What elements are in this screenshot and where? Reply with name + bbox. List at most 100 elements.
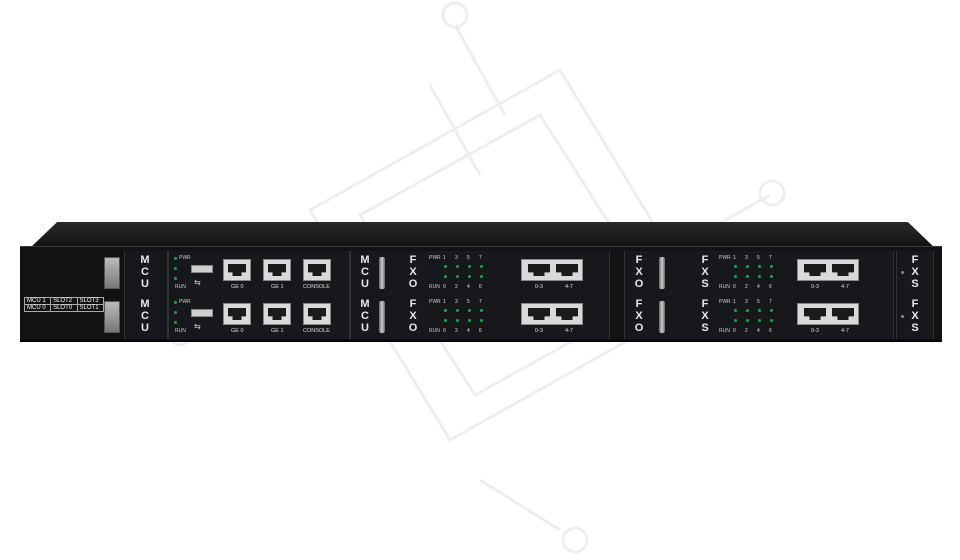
led-number: 1 (443, 299, 446, 305)
port-led-grid: 1 3 5 7 0 2 4 6 (729, 297, 789, 337)
port-label: 0-3 (535, 328, 543, 334)
led-number: 6 (769, 284, 772, 290)
pwr-led (174, 257, 177, 260)
led-number: 5 (467, 299, 470, 305)
led-number: 7 (769, 299, 772, 305)
console-label: CONSOLE (303, 328, 330, 334)
chassis-top (30, 222, 935, 248)
usb-icon: ⇆ (194, 278, 201, 287)
led (444, 309, 447, 312)
ge1-label: GE 1 (271, 328, 284, 334)
run-label: RUN (175, 284, 186, 290)
console-port[interactable] (303, 303, 331, 325)
led-number: 1 (733, 255, 736, 261)
led (480, 319, 483, 322)
led-number: 4 (757, 284, 760, 290)
led-number: 0 (443, 284, 446, 290)
port-label: 4-7 (841, 328, 849, 334)
pwr-label: PWR (429, 299, 441, 305)
led (456, 275, 459, 278)
rj21-port[interactable] (797, 259, 859, 281)
led-number: 5 (757, 299, 760, 305)
led (746, 309, 749, 312)
ge0-label: GE 0 (231, 284, 244, 290)
led (746, 319, 749, 322)
ge1-port[interactable] (263, 303, 291, 325)
pwr-label: PWR (719, 299, 731, 305)
port-label: 0-3 (535, 284, 543, 290)
led-number: 1 (443, 255, 446, 261)
rack-handle (104, 301, 120, 333)
rj21-port[interactable] (521, 259, 583, 281)
led (480, 309, 483, 312)
led-number: 1 (733, 299, 736, 305)
port-label: 0-3 (811, 328, 819, 334)
ge0-port[interactable] (223, 303, 251, 325)
screw (901, 315, 904, 318)
led (746, 265, 749, 268)
ge0-port[interactable] (223, 259, 251, 281)
usb-port[interactable] (191, 309, 213, 317)
led-number: 7 (479, 299, 482, 305)
led-number: 2 (745, 328, 748, 334)
ge0-label: GE 0 (231, 328, 244, 334)
rack-handle (104, 257, 120, 289)
led-number: 0 (443, 328, 446, 334)
led (468, 275, 471, 278)
rj21-port[interactable] (797, 303, 859, 325)
led-number: 6 (479, 328, 482, 334)
led (770, 265, 773, 268)
led-number: 3 (745, 299, 748, 305)
led-number: 5 (757, 255, 760, 261)
pwr-label: PWR (429, 255, 441, 261)
port-led-grid: 1 3 5 7 0 2 4 6 (729, 253, 789, 293)
screw (659, 301, 665, 333)
port-led-grid: 1 3 5 7 0 2 4 6 (439, 297, 499, 337)
run-label: RUN (429, 284, 440, 290)
led-number: 7 (479, 255, 482, 261)
led (456, 309, 459, 312)
console-port[interactable] (303, 259, 331, 281)
port-label: 4-7 (841, 284, 849, 290)
led (734, 319, 737, 322)
led-number: 7 (769, 255, 772, 261)
led (174, 277, 177, 280)
led (734, 265, 737, 268)
rj21-port[interactable] (521, 303, 583, 325)
pwr-led (174, 301, 177, 304)
screw (379, 257, 385, 289)
slot-map: MCU 1 SLOT2 SLOT3 MCU 0 SLOT0 SLOT1 (23, 297, 105, 312)
slot-map-row: MCU 1 SLOT2 SLOT3 (23, 297, 105, 305)
slot-map-row: MCU 0 SLOT0 SLOT1 (23, 304, 105, 312)
led (444, 319, 447, 322)
led (444, 275, 447, 278)
port-label: 0-3 (811, 284, 819, 290)
led-number: 5 (467, 255, 470, 261)
screw (379, 301, 385, 333)
led-number: 3 (745, 255, 748, 261)
led (770, 309, 773, 312)
led-number: 4 (757, 328, 760, 334)
mcu-card: PWR RUN ⇆ GE 0 GE 1 CONSOLE (168, 251, 350, 295)
led (734, 275, 737, 278)
led-number: 0 (733, 328, 736, 334)
ge1-port[interactable] (263, 259, 291, 281)
led-number: 3 (455, 299, 458, 305)
led (456, 265, 459, 268)
port-label: 4-7 (565, 284, 573, 290)
usb-icon: ⇆ (194, 322, 201, 331)
usb-port[interactable] (191, 265, 213, 273)
slot-map-cell: SLOT1 (76, 304, 105, 312)
